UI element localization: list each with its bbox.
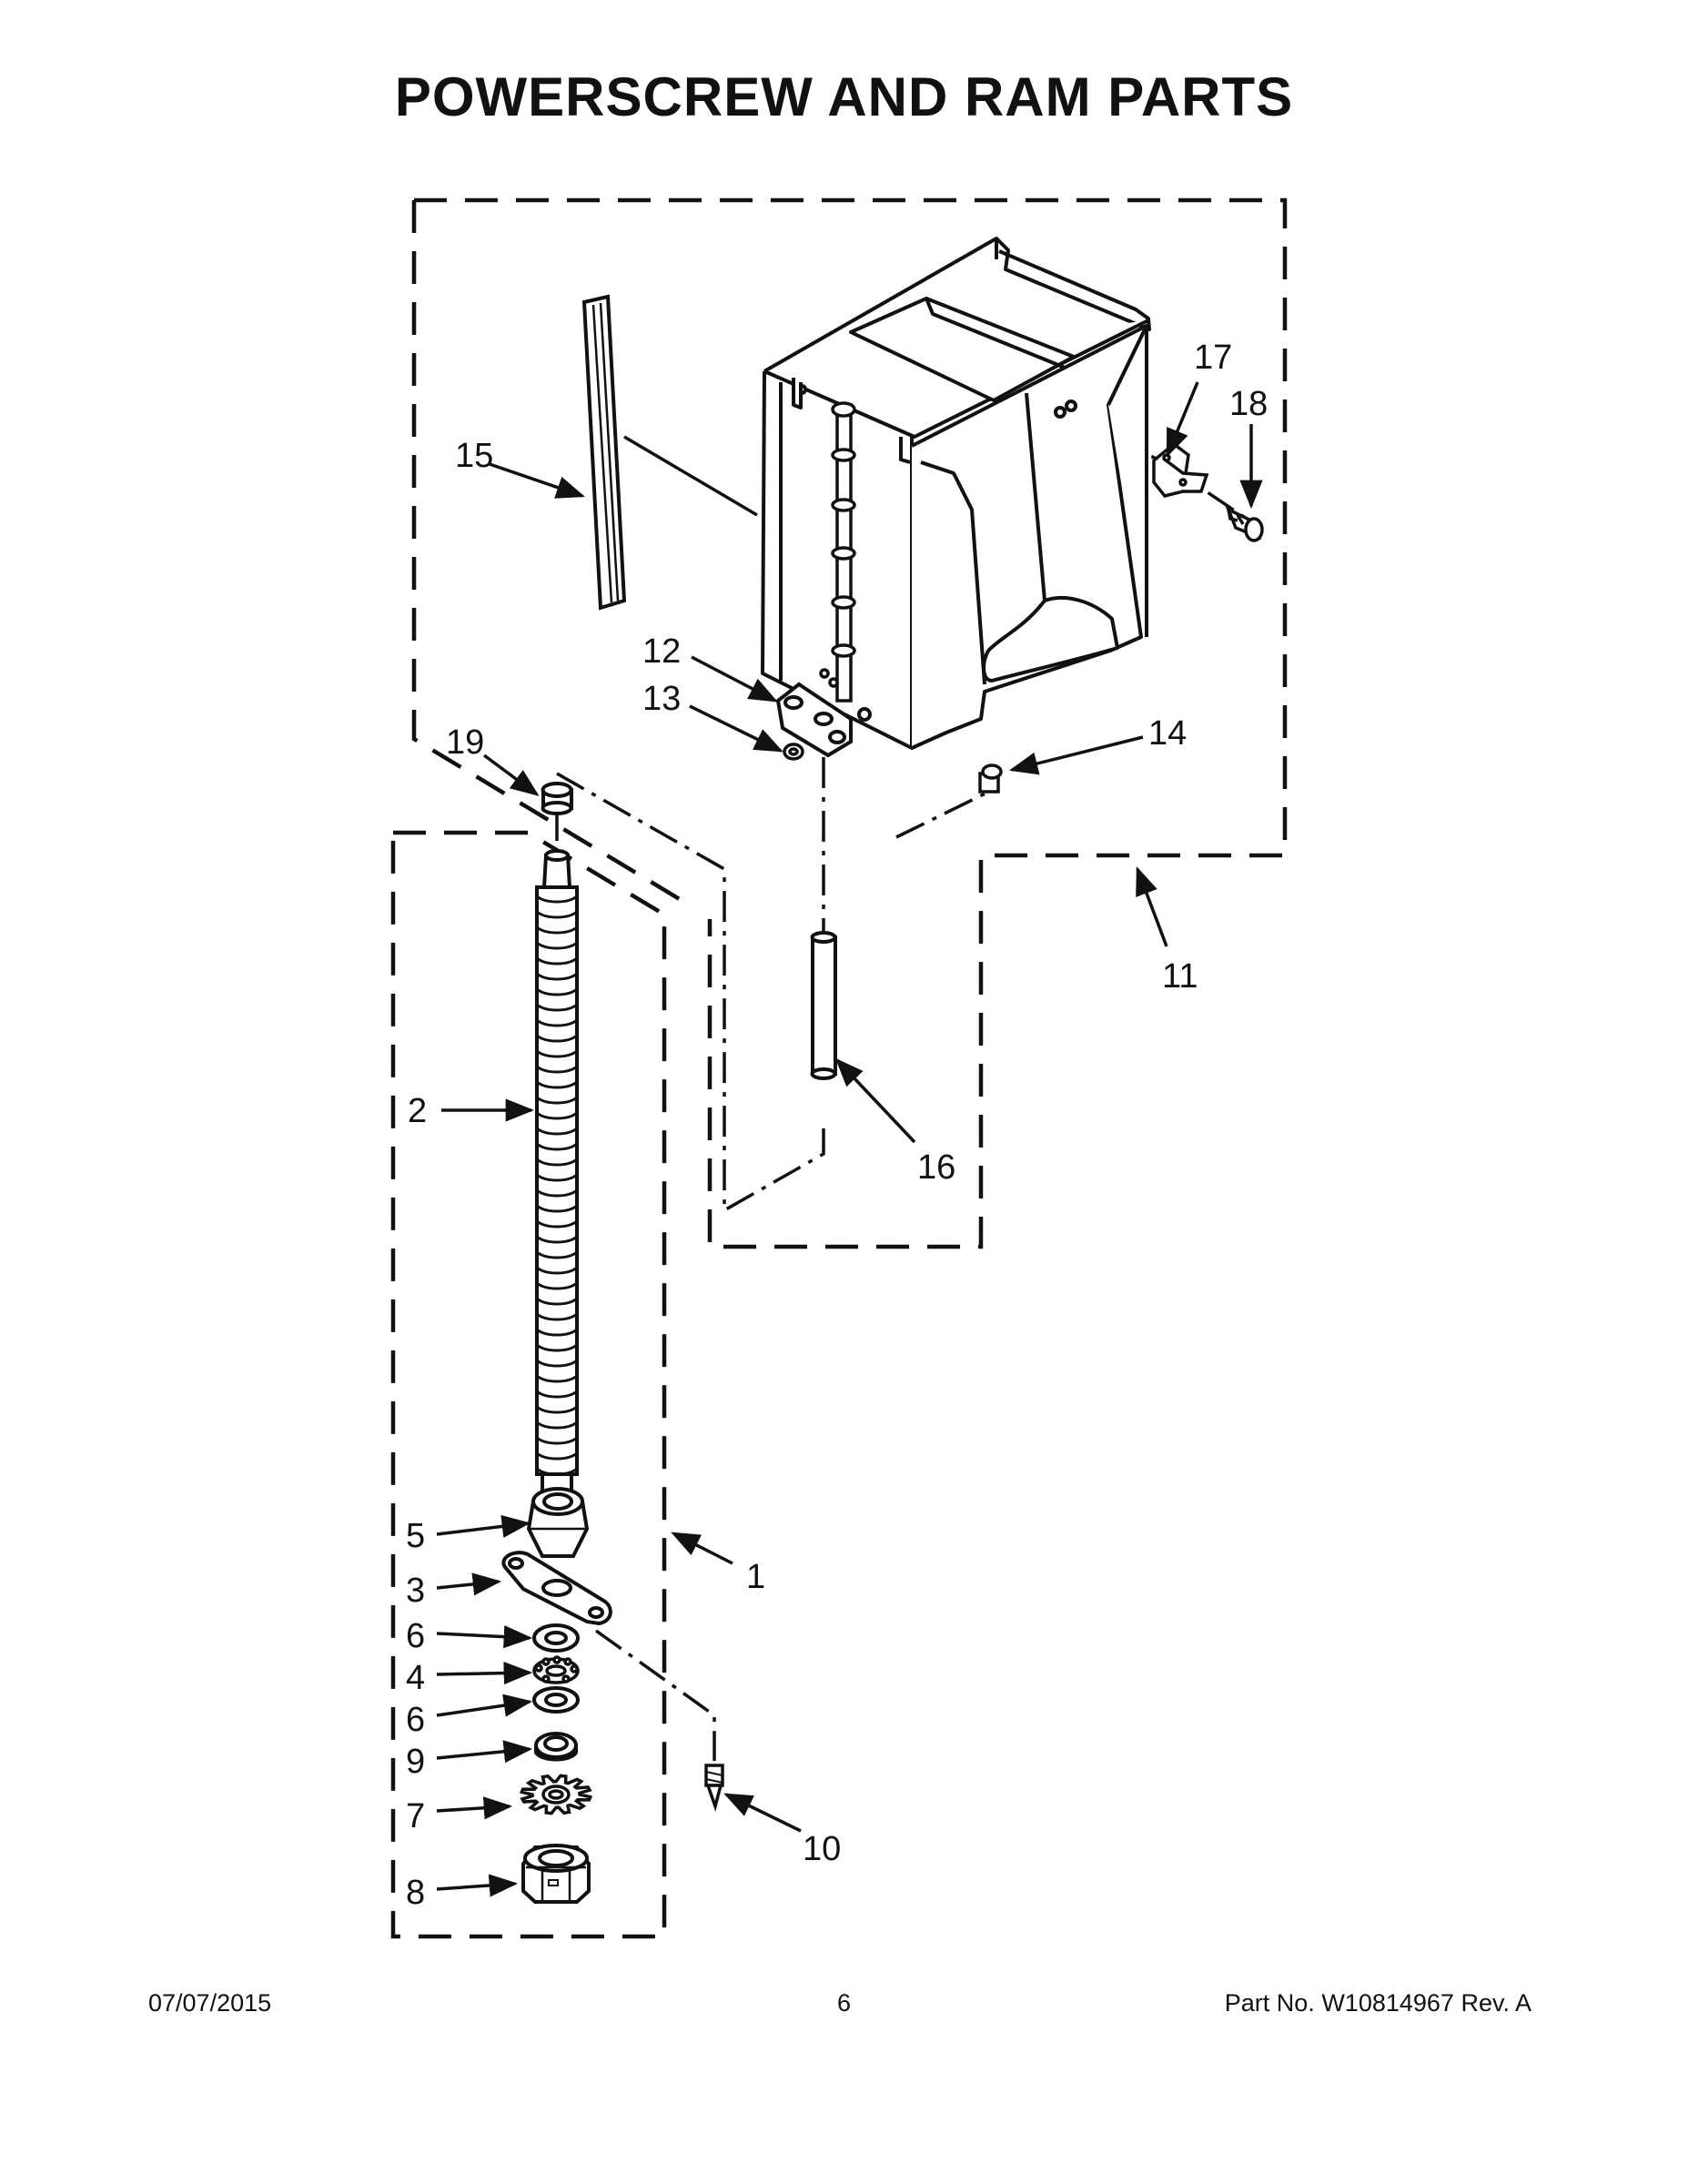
- leader-lines: [436, 381, 1263, 1897]
- screw-thread: [536, 941, 578, 950]
- footer-part-label: Part No.: [1224, 1989, 1315, 2017]
- part-8-nut: [521, 1844, 591, 1904]
- group-outline-powerscrew-assembly: [390, 830, 667, 1939]
- part-3-plate: [501, 1551, 612, 1626]
- part-5-bushing: [526, 1487, 590, 1558]
- screw-thread: [536, 1235, 578, 1244]
- part-19-cap: [541, 782, 573, 815]
- screw-thread: [536, 1374, 578, 1383]
- screw-thread: [536, 1034, 578, 1043]
- screw-thread: [536, 1080, 578, 1089]
- screw-thread: [536, 1096, 578, 1105]
- connection-line-screw-to-ram: [895, 785, 999, 839]
- screw-thread: [536, 1250, 578, 1259]
- screw-thread: [536, 1451, 578, 1461]
- screw-thread: [536, 1266, 578, 1275]
- screw-thread: [536, 1390, 578, 1399]
- screw-thread: [536, 1158, 578, 1167]
- callout-10: 10: [803, 1830, 841, 1868]
- footer-revision: Rev. A: [1461, 1989, 1531, 2017]
- screw-thread: [536, 987, 578, 996]
- part-4-bearing: [532, 1655, 580, 1684]
- screw-thread: [536, 925, 578, 935]
- connection-line-cap-to-pin: [556, 772, 825, 1214]
- callout-5: 5: [406, 1517, 425, 1555]
- callout-7: 7: [406, 1797, 425, 1835]
- callout-8: 8: [406, 1874, 425, 1912]
- screw-thread: [536, 1142, 578, 1151]
- screw-thread: [536, 1281, 578, 1290]
- part-6-washer-bottom: [532, 1686, 580, 1714]
- callout-17: 17: [1194, 339, 1232, 377]
- part-10-screw: [704, 1764, 724, 1813]
- screw-thread: [536, 1297, 578, 1306]
- screw-thread: [536, 1328, 578, 1337]
- callout-19: 19: [446, 723, 484, 762]
- callout-6-top: 6: [406, 1617, 425, 1655]
- callout-18: 18: [1229, 385, 1268, 423]
- part-2-powerscrew: [535, 849, 579, 1494]
- screw-thread: [536, 1127, 578, 1136]
- callout-13: 13: [642, 680, 681, 718]
- screw-thread: [536, 1421, 578, 1430]
- screw-thread: [536, 1312, 578, 1321]
- part-9-spacer: [534, 1732, 578, 1762]
- screw-thread: [536, 1111, 578, 1120]
- part-17-bracket: [1152, 441, 1209, 498]
- screw-thread: [536, 1436, 578, 1445]
- footer-date: 07/07/2015: [148, 1989, 272, 2017]
- callout-16: 16: [917, 1148, 955, 1187]
- callout-9: 9: [406, 1743, 425, 1781]
- connection-line-plate-to-screw10: [594, 1629, 716, 1761]
- callout-4: 4: [406, 1659, 425, 1697]
- connection-line-bracket-to-screw: [1066, 415, 1248, 521]
- screw-thread: [536, 1049, 578, 1058]
- part-13-washer: [783, 743, 804, 761]
- screw-thread: [536, 1173, 578, 1182]
- screw-thread: [536, 1359, 578, 1368]
- callout-1: 1: [746, 1558, 765, 1596]
- part-7-sprocket: [519, 1774, 593, 1815]
- screw-thread: [536, 1065, 578, 1074]
- footer-page-number: 6: [836, 1989, 852, 2017]
- page-title: POWERSCREW AND RAM PARTS: [394, 66, 1294, 127]
- group-outline-ram-assembly: [411, 197, 1288, 1249]
- part-12-link: [775, 682, 872, 758]
- part-14-screw: [978, 763, 1003, 794]
- screw-thread: [536, 956, 578, 966]
- callout-14: 14: [1148, 714, 1187, 753]
- screw-thread: [536, 910, 578, 919]
- callout-6-bottom: 6: [406, 1701, 425, 1739]
- part-18-screw: [1225, 506, 1264, 542]
- callout-11: 11: [1162, 957, 1198, 996]
- screw-thread: [536, 972, 578, 981]
- part-6-washer-top: [532, 1623, 580, 1653]
- footer-part-info: Part No. W10814967 Rev. A: [1225, 1989, 1531, 2017]
- screw-thread: [536, 895, 578, 904]
- callout-2: 2: [408, 1092, 427, 1130]
- callout-3: 3: [406, 1572, 425, 1610]
- screw-thread: [536, 1188, 578, 1198]
- screw-thread: [536, 1204, 578, 1213]
- callout-12: 12: [642, 632, 681, 671]
- part-15-strip: [581, 294, 627, 611]
- part-16-pin: [810, 931, 837, 1080]
- screw-thread: [536, 1405, 578, 1414]
- ram-hinge-chain: [819, 401, 856, 703]
- screw-thread: [536, 1219, 578, 1228]
- part-15-connection: [623, 435, 758, 517]
- screw-thread: [536, 1003, 578, 1012]
- callout-15: 15: [455, 437, 493, 475]
- screw-thread: [536, 1343, 578, 1352]
- ram-body: [761, 237, 1151, 750]
- footer-part-number: W10814967: [1321, 1989, 1454, 2017]
- screw-thread: [536, 1018, 578, 1027]
